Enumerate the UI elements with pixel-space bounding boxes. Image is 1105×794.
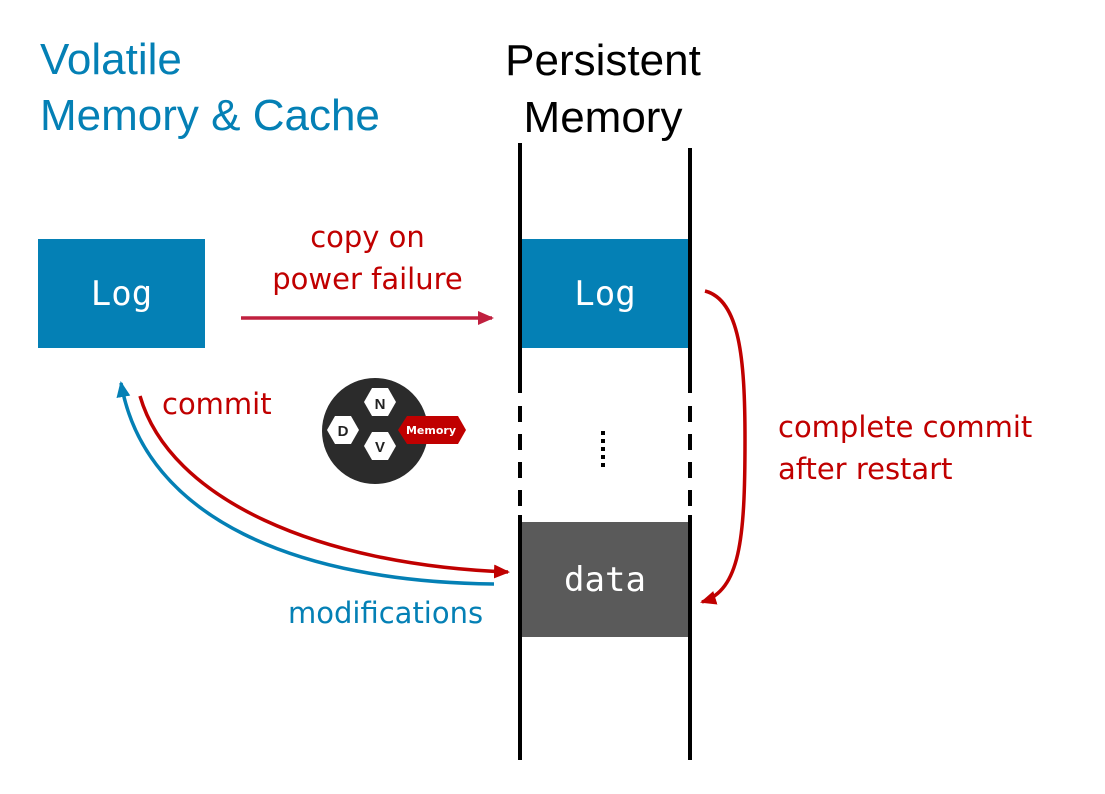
- dnv-memory-logo: N D V Memory: [322, 378, 466, 484]
- logo-circle: [322, 378, 428, 484]
- persistent-title: Persistent Memory: [470, 32, 736, 146]
- restart-arrow: [700, 289, 747, 605]
- persistent-title-line2: Memory: [523, 93, 683, 142]
- complete-commit-label: complete commit after restart: [778, 406, 1032, 490]
- volatile-log-box: Log: [38, 239, 205, 348]
- persistent-title-line1: Persistent: [505, 36, 701, 85]
- logo-letter-d: D: [338, 423, 349, 440]
- logo-hex-d: [327, 416, 359, 444]
- commit-arrow: [138, 395, 510, 579]
- copy-label-line2: power failure: [272, 262, 463, 296]
- logo-memory-tag: [398, 416, 466, 444]
- modifications-arrow: [116, 381, 495, 586]
- logo-hex-n: [364, 388, 396, 416]
- copy-on-power-failure-label: copy on power failure: [240, 216, 495, 300]
- persistent-log-box: Log: [522, 239, 688, 348]
- logo-letter-v: V: [375, 439, 385, 456]
- logo-tag-text: Memory: [406, 424, 456, 437]
- persistent-log-label: Log: [574, 273, 636, 314]
- complete-label-line1: complete commit: [778, 410, 1033, 444]
- volatile-title: Volatile Memory & Cache: [40, 32, 380, 144]
- complete-label-line2: after restart: [778, 452, 953, 486]
- copy-label-line1: copy on: [310, 220, 425, 254]
- ellipsis-dots: [601, 431, 605, 467]
- logo-letter-n: N: [375, 396, 386, 413]
- persistent-data-box: data: [522, 522, 688, 637]
- modifications-label: modifications: [288, 596, 484, 630]
- logo-hex-v: [364, 432, 396, 460]
- volatile-title-line2: Memory & Cache: [40, 91, 380, 140]
- commit-label: commit: [162, 387, 272, 421]
- volatile-title-line1: Volatile: [40, 35, 182, 84]
- persistent-data-label: data: [564, 559, 646, 600]
- volatile-log-label: Log: [90, 273, 153, 314]
